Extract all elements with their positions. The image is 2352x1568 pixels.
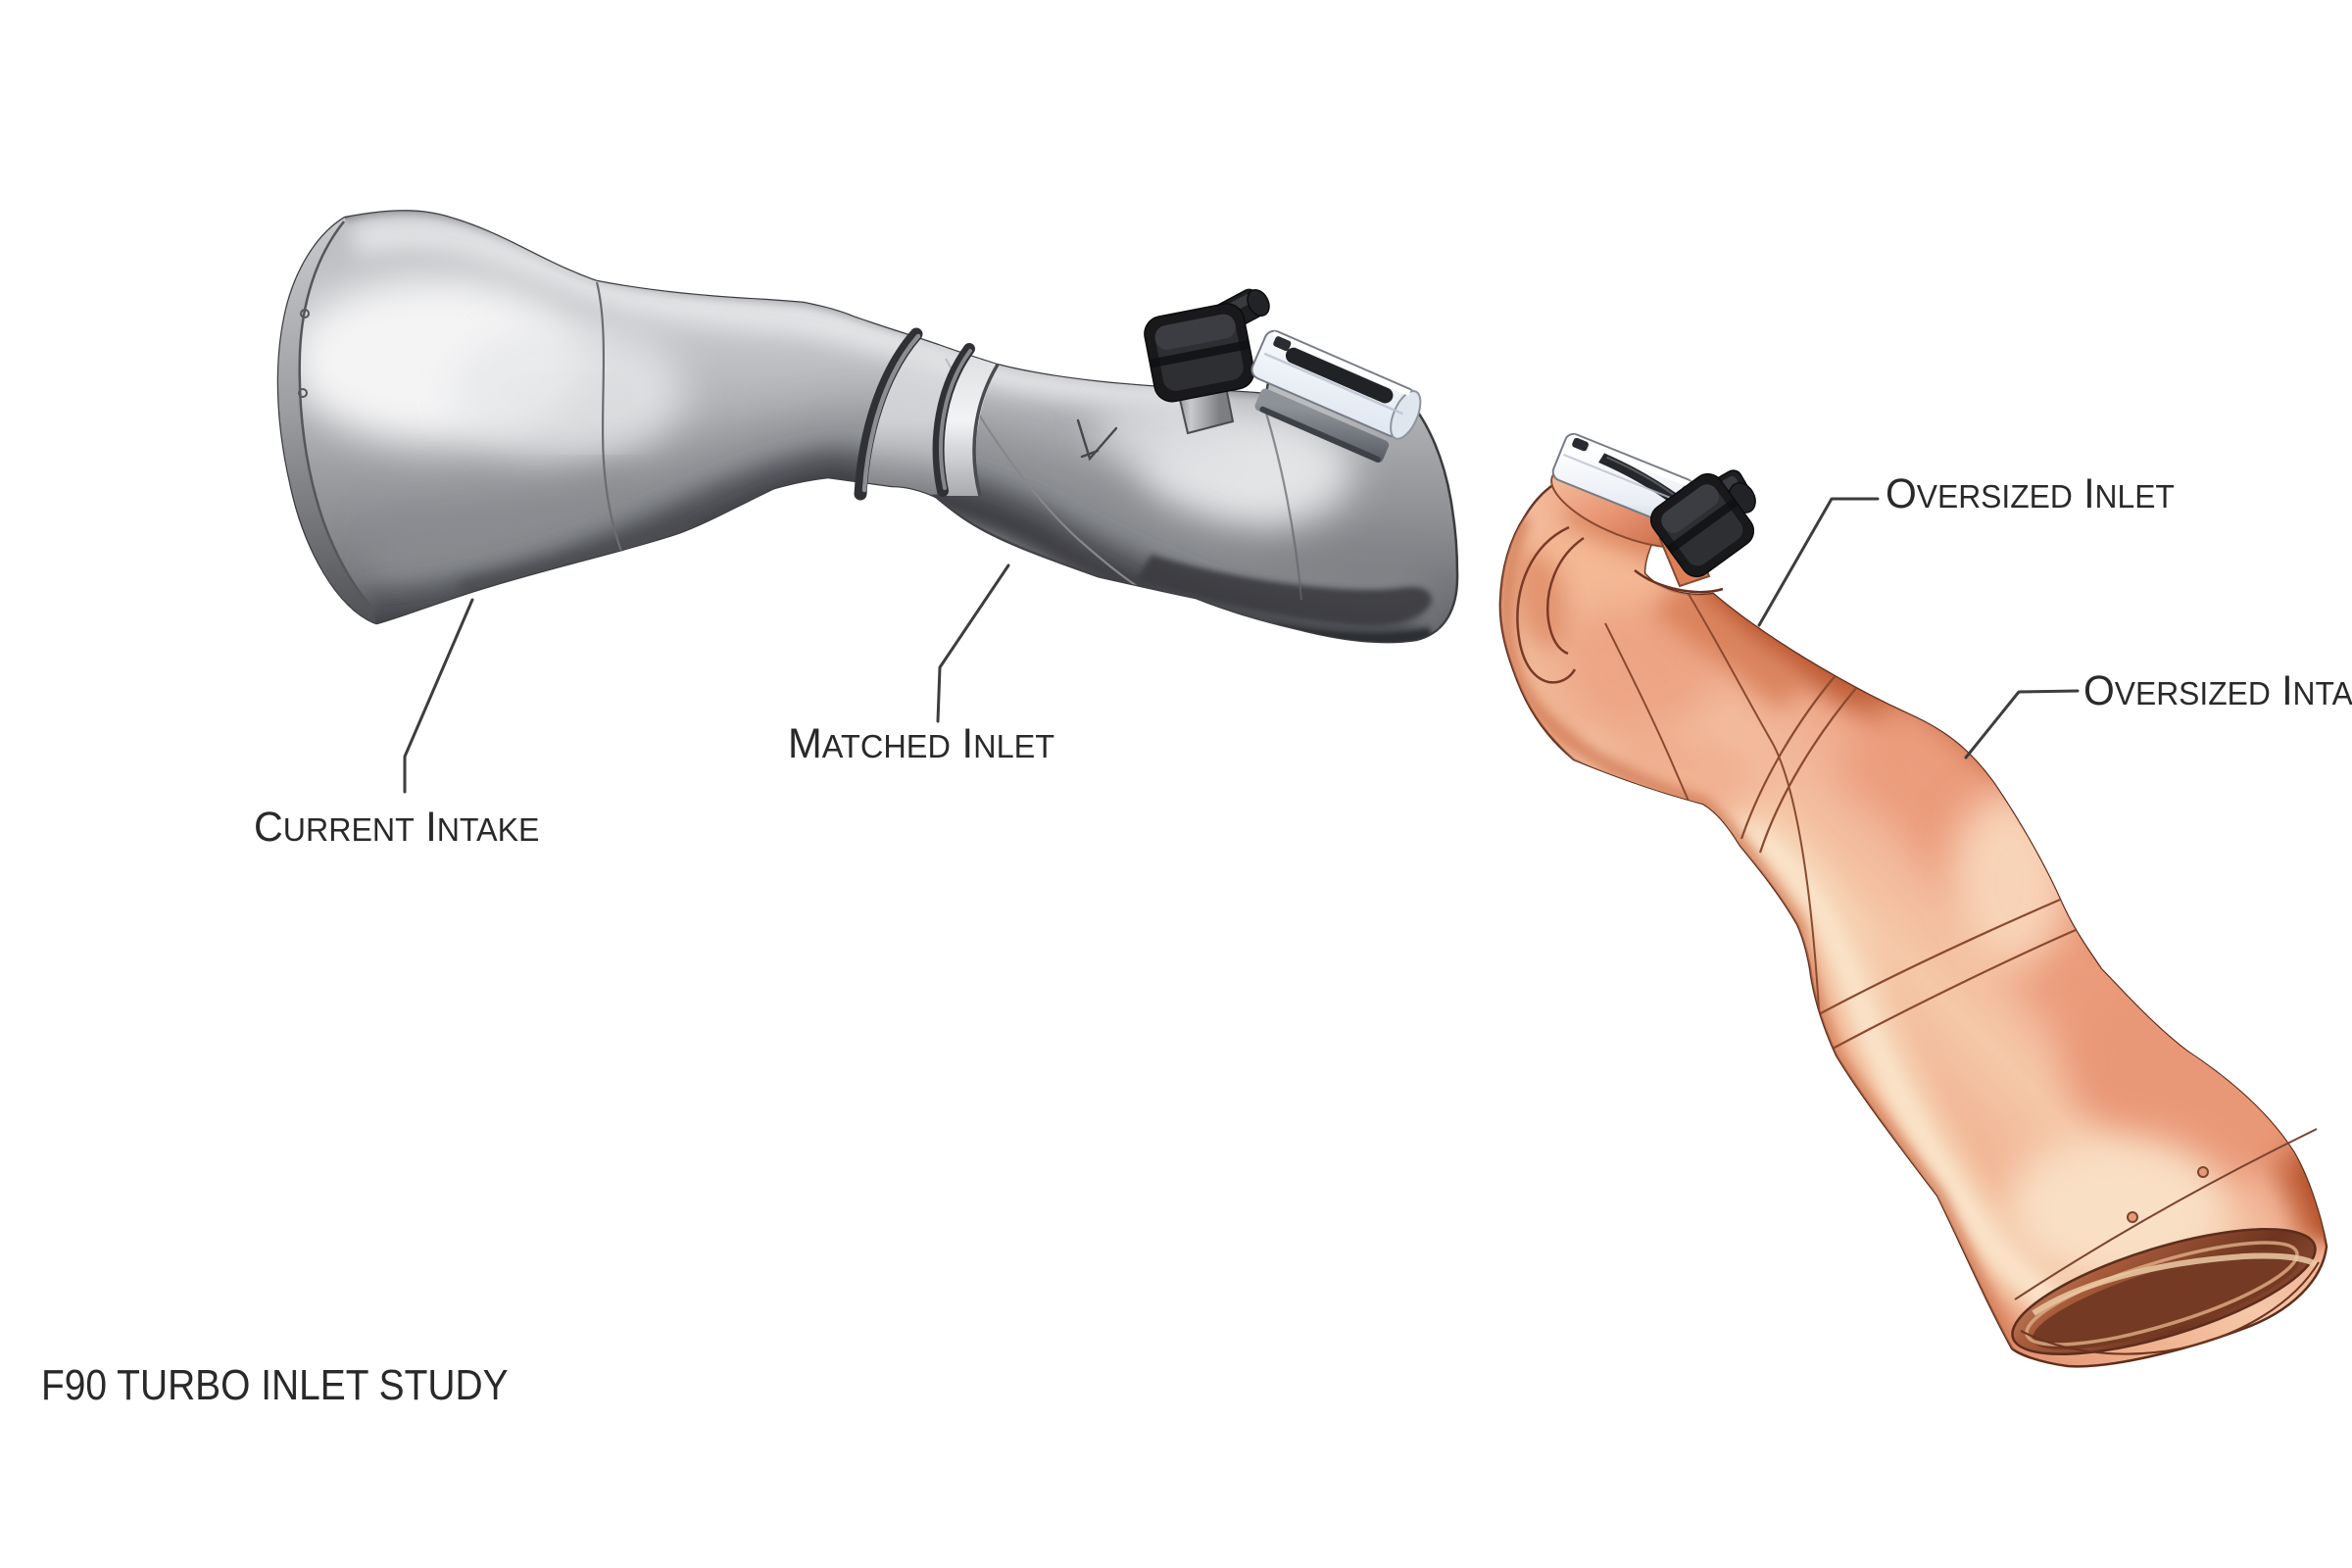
svg-text:OVERSIZED INLET: OVERSIZED INLET <box>1886 469 2175 516</box>
svg-text:MATCHED INLET: MATCHED INLET <box>788 719 1054 766</box>
svg-text:OVERSIZED INTAKE: OVERSIZED INTAKE <box>2083 666 2352 713</box>
svg-text:F90 TURBO INLET STUDY: F90 TURBO INLET STUDY <box>41 1360 509 1409</box>
svg-text:CURRENT INTAKE: CURRENT INTAKE <box>254 803 540 850</box>
